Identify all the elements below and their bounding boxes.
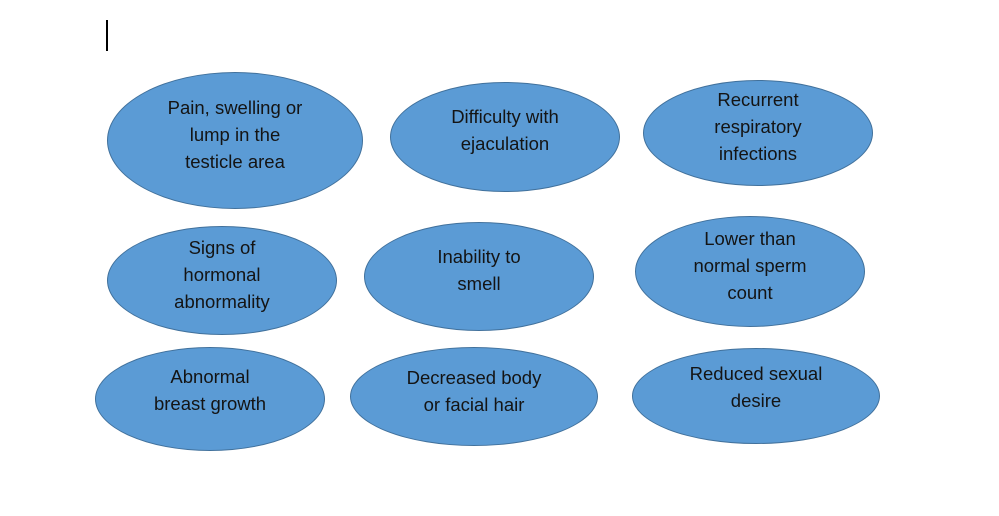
symptom-label: Lower than normal sperm count <box>693 228 807 303</box>
symptom-oval-low-sperm-count: Lower than normal sperm count <box>635 216 865 327</box>
symptom-label: Pain, swelling or lump in the testicle a… <box>167 97 303 172</box>
symptom-oval-decreased-hair: Decreased body or facial hair <box>350 347 598 446</box>
symptom-oval-inability-to-smell: Inability to smell <box>364 222 594 331</box>
symptom-label: Inability to smell <box>437 245 521 294</box>
symptom-oval-respiratory-infections: Recurrent respiratory infections <box>643 80 873 186</box>
symptom-label: Decreased body or facial hair <box>406 366 542 415</box>
symptom-oval-breast-growth: Abnormal breast growth <box>95 347 325 451</box>
text-cursor <box>106 20 108 51</box>
symptom-label: Signs of hormonal abnormality <box>174 237 270 312</box>
symptom-oval-reduced-desire: Reduced sexual desire <box>632 348 880 444</box>
symptom-label: Reduced sexual desire <box>689 363 823 411</box>
symptom-label: Difficulty with ejaculation <box>451 106 559 154</box>
symptom-oval-hormonal-abnormality: Signs of hormonal abnormality <box>107 226 337 335</box>
symptom-oval-ejaculation: Difficulty with ejaculation <box>390 82 620 192</box>
symptom-label: Abnormal breast growth <box>153 366 267 414</box>
symptom-oval-testicle-pain: Pain, swelling or lump in the testicle a… <box>107 72 363 209</box>
symptom-label: Recurrent respiratory infections <box>714 88 802 164</box>
